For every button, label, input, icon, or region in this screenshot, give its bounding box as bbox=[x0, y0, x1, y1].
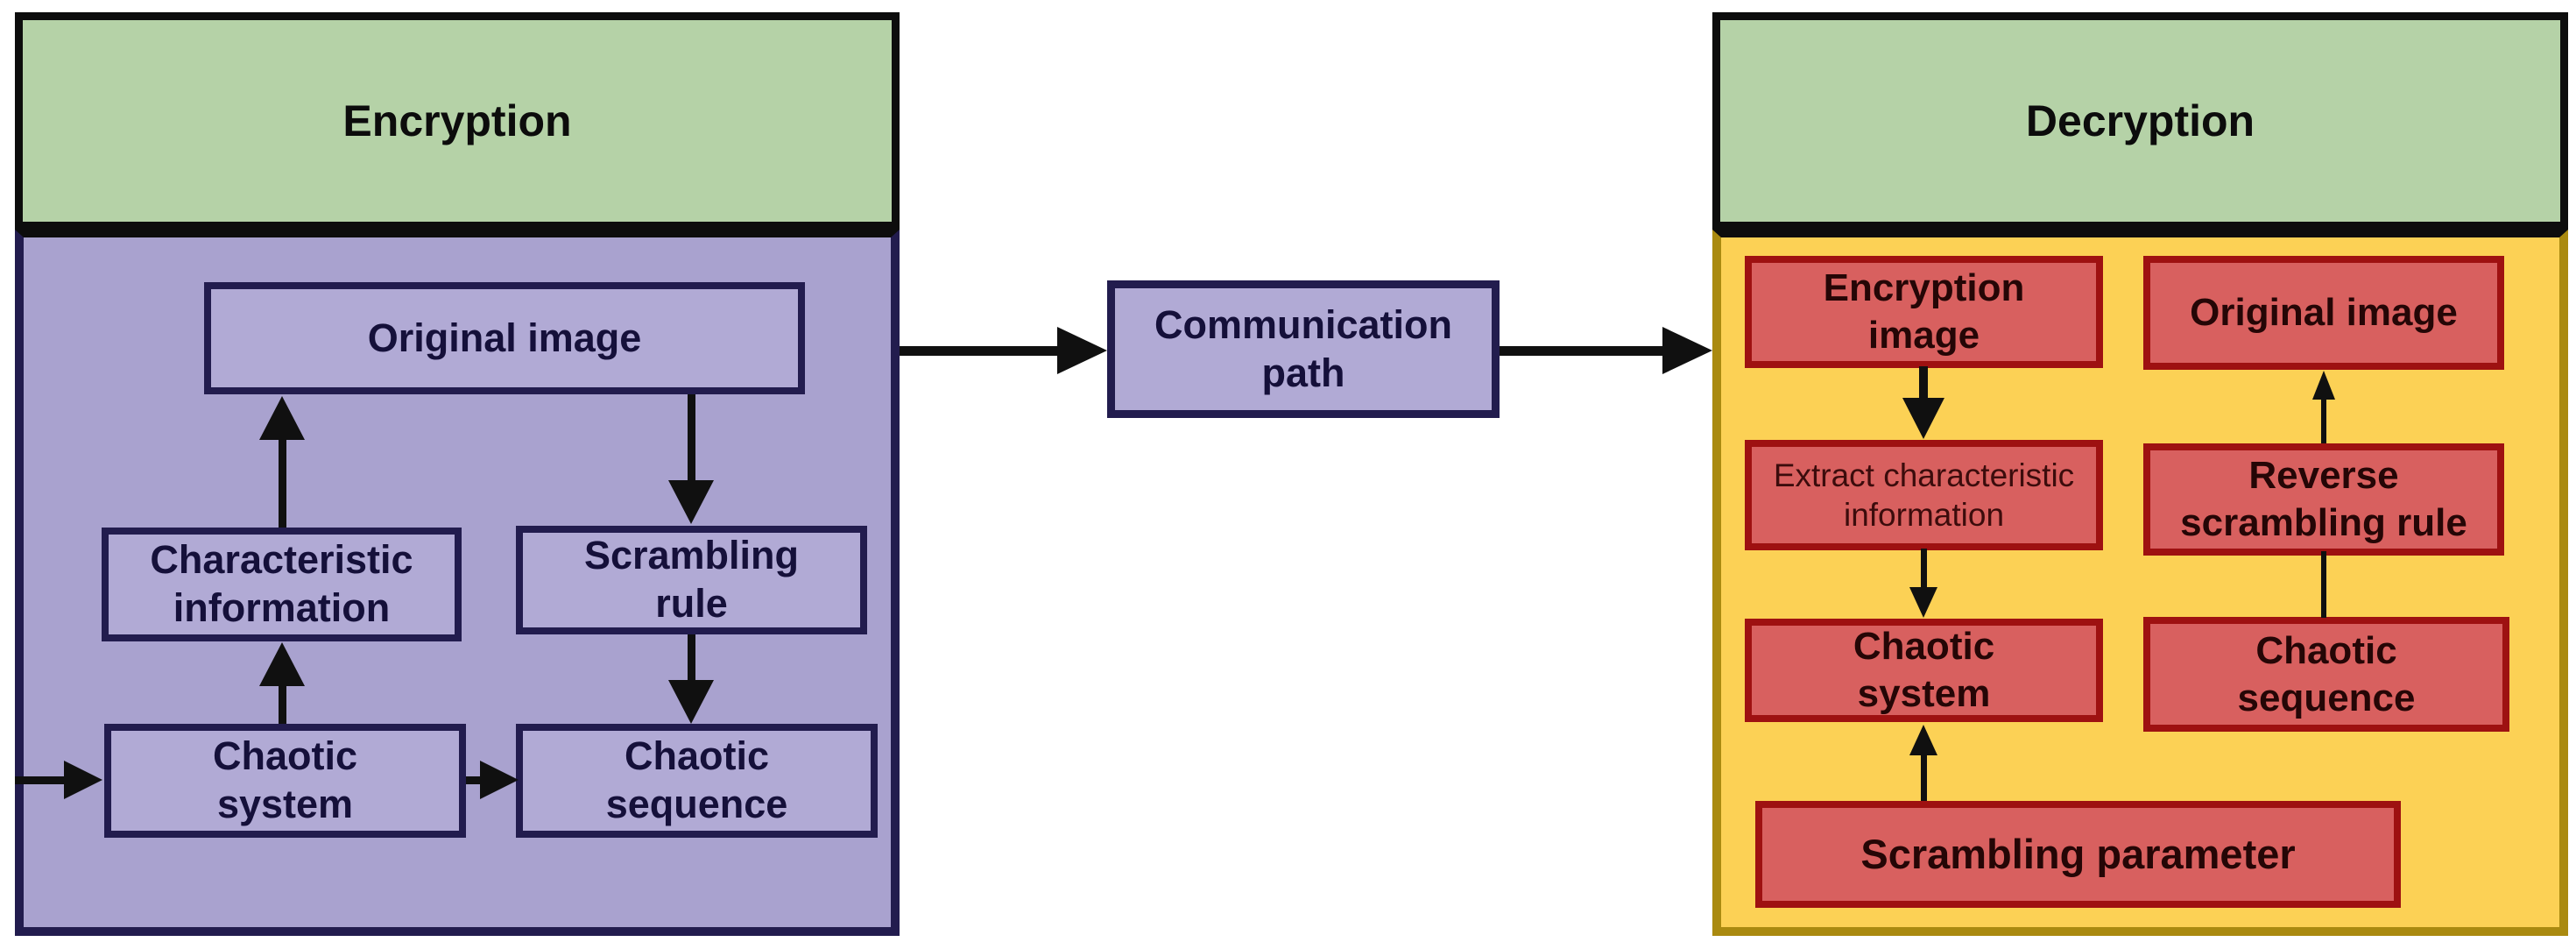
box-chaotic-system-label: Chaotic system bbox=[212, 733, 357, 826]
decryption-panel-title: Decryption bbox=[2025, 96, 2255, 145]
box-reverse-scrambling-rule-label: Reverse scrambling rule bbox=[2180, 454, 2467, 544]
box-extract-characteristic-information-label: Extract characteristic information bbox=[1773, 457, 2075, 533]
arrow-head-right-icon bbox=[480, 761, 519, 799]
box-scrambling-rule: Scrambling rule bbox=[516, 526, 867, 634]
arrow-shaft bbox=[688, 394, 695, 480]
arrow-shaft bbox=[900, 346, 1057, 356]
arrow-head-up-icon bbox=[259, 396, 305, 440]
arrow-head-down-icon bbox=[668, 480, 714, 524]
arrow-shaft bbox=[15, 776, 64, 784]
arrow-head-right-icon bbox=[64, 761, 102, 799]
box-communication-path-label: Communication path bbox=[1154, 301, 1452, 395]
arrow-head-right-icon bbox=[1057, 327, 1107, 374]
box-chaotic-system-decryption: Chaotic system bbox=[1745, 619, 2103, 722]
box-chaotic-sequence-decryption: Chaotic sequence bbox=[2143, 617, 2509, 732]
arrow-shaft bbox=[1500, 346, 1662, 356]
arrow-shaft bbox=[1921, 549, 1927, 587]
arrow-head-down-icon bbox=[1902, 398, 1944, 439]
box-characteristic-information-label: Characteristic information bbox=[150, 537, 413, 630]
box-original-image-decrypted: Original image bbox=[2143, 256, 2504, 370]
arrow-head-up-icon bbox=[259, 642, 305, 686]
box-encryption-image-label: Encryption image bbox=[1823, 266, 2025, 357]
arrow-shaft bbox=[279, 438, 286, 528]
arrow-shaft bbox=[279, 686, 286, 724]
box-chaotic-system-decryption-label: Chaotic system bbox=[1853, 625, 1995, 715]
box-communication-path: Communication path bbox=[1107, 280, 1500, 418]
box-chaotic-sequence-decryption-label: Chaotic sequence bbox=[2237, 628, 2416, 719]
connector-line bbox=[2321, 551, 2326, 618]
box-chaotic-system: Chaotic system bbox=[104, 724, 466, 838]
arrow-head-right-icon bbox=[1662, 327, 1712, 374]
box-scrambling-parameter-label: Scrambling parameter bbox=[1860, 831, 2296, 878]
box-reverse-scrambling-rule: Reverse scrambling rule bbox=[2143, 443, 2504, 556]
arrow-shaft bbox=[1919, 366, 1928, 398]
arrow-head-down-icon bbox=[1909, 587, 1937, 618]
box-original-image-decrypted-label: Original image bbox=[2190, 291, 2458, 335]
encryption-panel-header: Encryption bbox=[15, 12, 900, 230]
encryption-panel-title: Encryption bbox=[342, 96, 572, 145]
arrow-shaft bbox=[688, 634, 695, 680]
arrow-head-up-icon bbox=[2312, 371, 2335, 400]
box-chaotic-sequence-label: Chaotic sequence bbox=[605, 733, 788, 826]
box-scrambling-rule-label: Scrambling rule bbox=[583, 533, 800, 626]
box-extract-characteristic-information: Extract characteristic information bbox=[1745, 440, 2103, 550]
arrow-shaft bbox=[2321, 400, 2326, 443]
box-original-image: Original image bbox=[204, 282, 805, 394]
arrow-head-down-icon bbox=[668, 680, 714, 724]
arrow-head-up-icon bbox=[1909, 725, 1937, 755]
box-original-image-label: Original image bbox=[367, 315, 642, 360]
box-encryption-image: Encryption image bbox=[1745, 256, 2103, 368]
box-characteristic-information: Characteristic information bbox=[102, 528, 462, 641]
arrow-shaft bbox=[1921, 755, 1927, 801]
arrow-shaft bbox=[466, 776, 480, 784]
box-scrambling-parameter: Scrambling parameter bbox=[1755, 801, 2401, 908]
box-chaotic-sequence: Chaotic sequence bbox=[516, 724, 878, 838]
decryption-panel-header: Decryption bbox=[1712, 12, 2568, 230]
